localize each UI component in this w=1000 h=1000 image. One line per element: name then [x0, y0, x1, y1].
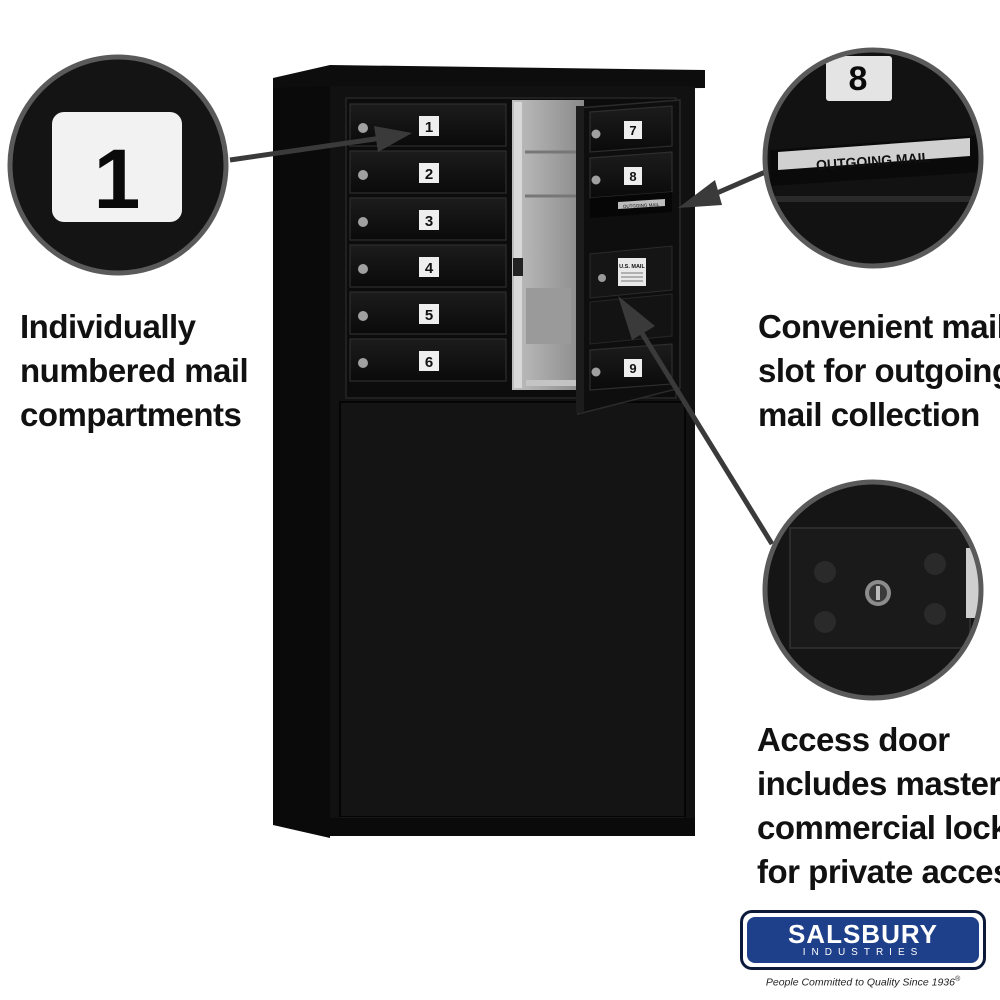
- logo-inner: SALSBURY INDUSTRIES: [747, 917, 979, 963]
- slot-label-small: OUTGOING MAIL: [623, 202, 660, 209]
- caption-line: Access door: [757, 721, 950, 758]
- caption-access-door: Access door includes master commercial l…: [757, 718, 1000, 894]
- door-lock-icon: [358, 264, 368, 274]
- pointer-arrows: [229, 126, 775, 546]
- tagline-text: People Committed to Quality Since 1936: [765, 976, 955, 989]
- compartment-door: 8: [589, 151, 673, 199]
- compartment-door: 3: [349, 197, 507, 241]
- callout-number-one: 1: [94, 132, 141, 226]
- caption-line: slot for outgoing: [758, 352, 1000, 389]
- door-lock-icon: [591, 175, 601, 185]
- door-number: 4: [425, 260, 434, 277]
- caption-line: Convenient mail: [758, 308, 1000, 345]
- door-lock-icon: [358, 217, 368, 227]
- caption-line: compartments: [20, 396, 242, 433]
- rivet-icon: [814, 561, 836, 583]
- rivet-icon: [814, 611, 836, 633]
- door-lock-icon: [591, 129, 601, 139]
- registered-mark: ®: [954, 976, 961, 983]
- door-lock-icon: [358, 123, 368, 133]
- caption-line: includes master: [757, 765, 1000, 802]
- door-lock-icon: [358, 170, 368, 180]
- callout-circle-outgoing-slot: 8 OUTGOING MAIL: [762, 47, 984, 269]
- brand-tagline: People Committed to Quality Since 1936®: [740, 976, 986, 989]
- brand-name: SALSBURY: [787, 919, 939, 949]
- brand-subtitle: INDUSTRIES: [802, 947, 924, 958]
- door-lock-icon: [358, 311, 368, 321]
- compartment-door: 2: [349, 150, 507, 194]
- compartment-door: 4: [349, 244, 507, 288]
- callout-slot-label: OUTGOING MAIL: [815, 149, 931, 173]
- usmail-sticker: U.S. MAIL: [619, 264, 645, 270]
- compartment-door: 5: [349, 291, 507, 335]
- door-lock-icon: [358, 358, 368, 368]
- left-door-column: 1 2 3 4 5 6: [349, 103, 507, 382]
- door-number: 2: [425, 166, 433, 183]
- open-access-door: 7 8 9 OUTGOING MAIL U.S. MAIL: [576, 99, 681, 415]
- door-number: 5: [425, 307, 433, 324]
- caption-line: for private access: [757, 853, 1000, 890]
- rivet-icon: [924, 553, 946, 575]
- door-number: 8: [629, 169, 636, 184]
- callout-circle-numbered-door: 1: [7, 54, 229, 276]
- door-number: 6: [425, 354, 433, 371]
- logo-badge: SALSBURY INDUSTRIES: [740, 910, 986, 970]
- callout-circle-master-lock: [762, 479, 984, 701]
- compartment-door: 6: [349, 338, 507, 382]
- door-number: 1: [425, 119, 433, 136]
- caption-line: Individually: [20, 308, 196, 345]
- caption-line: commercial lock: [757, 809, 1000, 846]
- door-number: 7: [629, 123, 636, 138]
- door-number: 9: [629, 361, 636, 376]
- lock-cylinder-icon: [865, 580, 891, 606]
- door-number: 3: [425, 213, 433, 230]
- door-lock-icon: [591, 367, 601, 377]
- callout-number-eight: 8: [849, 60, 868, 98]
- caption-outgoing-mail: Convenient mail slot for outgoing mail c…: [758, 305, 1000, 437]
- caption-line: mail collection: [758, 396, 980, 433]
- rivet-icon: [924, 603, 946, 625]
- caption-numbered-compartments: Individually numbered mail compartments: [20, 305, 249, 437]
- master-lock-icon: [598, 274, 606, 282]
- compartment-door: 7: [589, 105, 673, 153]
- compartment-door: 9: [589, 343, 673, 391]
- brand-logo: SALSBURY INDUSTRIES People Committed to …: [740, 910, 992, 989]
- caption-line: numbered mail: [20, 352, 249, 389]
